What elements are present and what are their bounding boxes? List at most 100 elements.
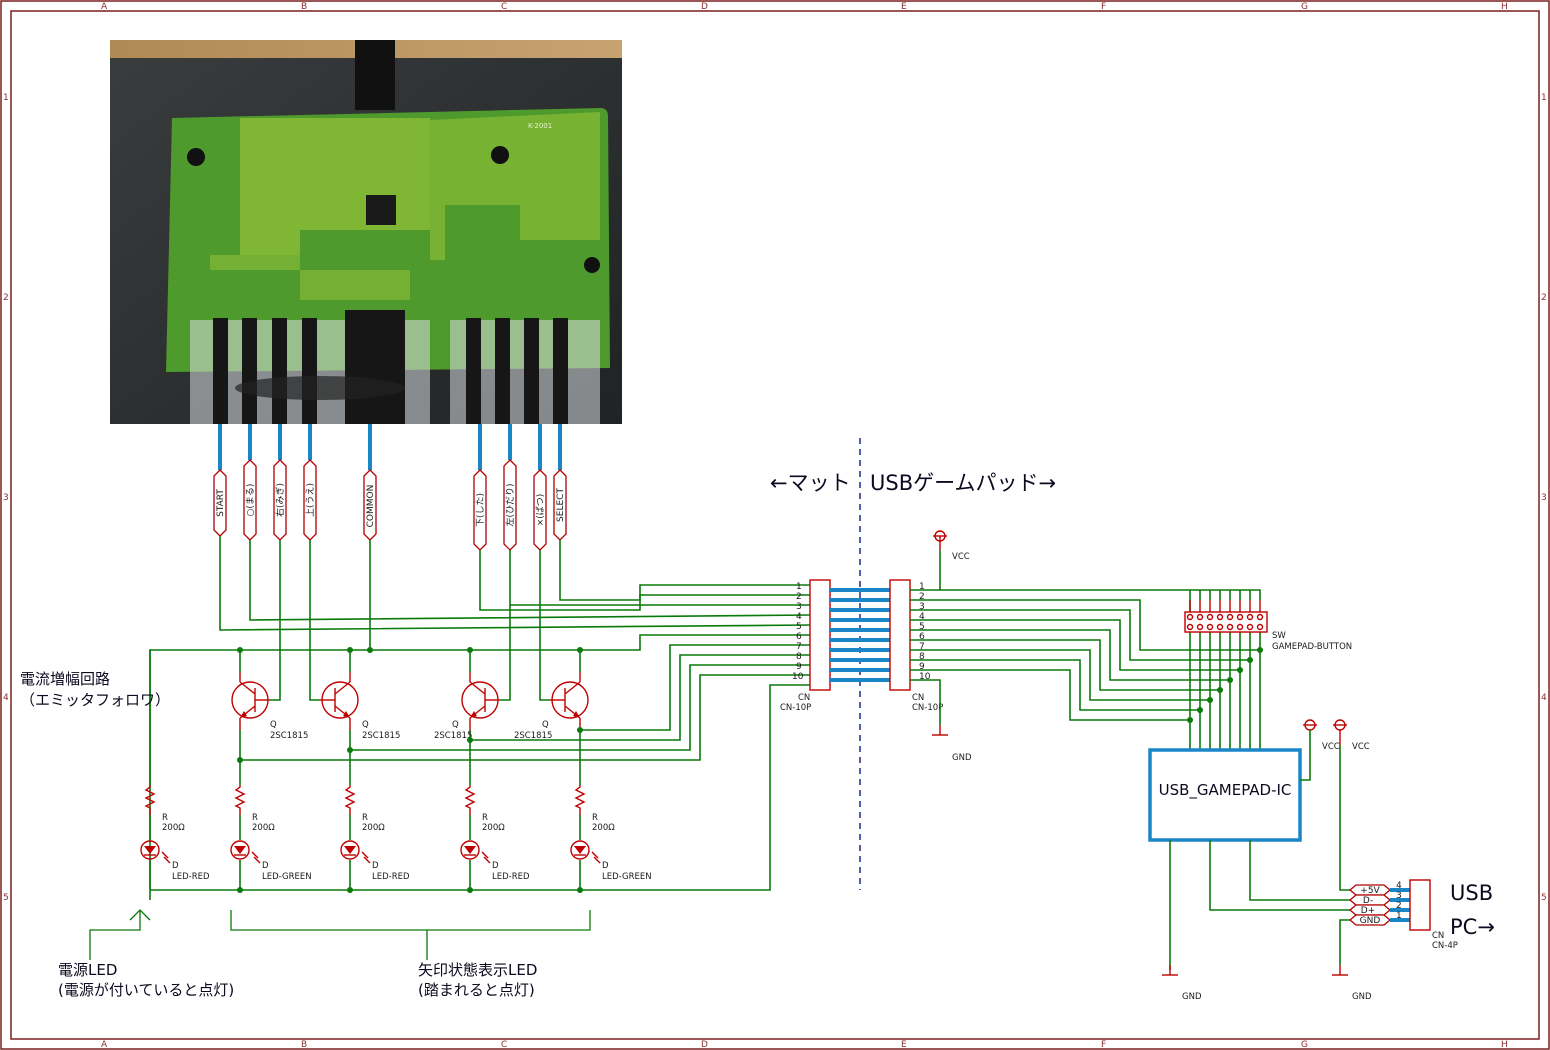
svg-text:Q: Q [270,720,277,730]
column-labels-bottom: A B C D E F G H [101,1040,1508,1050]
usb-pin-gnd: GND 1 [1348,911,1410,926]
svg-text:D: D [492,861,499,871]
col-label: D [701,2,708,12]
svg-text:LED-RED: LED-RED [492,872,530,882]
svg-text:200Ω: 200Ω [162,823,185,833]
net-label-hidari: 左(ひだり) [503,459,517,551]
svg-text:R: R [162,813,168,823]
svg-text:D-: D- [1363,896,1373,906]
svg-text:GND: GND [1182,992,1202,1002]
svg-text:2SC1815: 2SC1815 [434,731,472,741]
photo-to-label-buses [218,424,562,470]
row-label: 5 [3,893,9,903]
row-label: 3 [3,493,9,503]
arrow-led-annotation: 矢印状態表示LED (踏まれると点灯) [230,910,591,999]
col-label: D [701,1040,708,1050]
svg-text:1: 1 [796,582,802,592]
svg-text:VCC: VCC [952,552,970,562]
svg-text:CN-4P: CN-4P [1432,941,1458,951]
pcb-marking: K-2001 [528,122,552,130]
svg-text:2: 2 [919,592,925,602]
section-header-mat: ←マット [770,471,851,495]
svg-text:6: 6 [919,632,925,642]
svg-text:D: D [372,861,379,871]
svg-text:9: 9 [919,662,925,672]
svg-text:2SC1815: 2SC1815 [514,731,552,741]
svg-text:上(うえ): 上(うえ) [305,483,316,517]
row-labels-left: 1 2 3 4 5 [3,93,9,903]
svg-text:Q: Q [542,720,549,730]
sheet-inner-frame [10,10,1540,1040]
ic-bottom-wires [1169,840,1350,970]
usb-gamepad-ic: USB_GAMEPAD-IC [1148,748,1302,842]
net-label-select: SELECT [553,469,567,541]
col-label: F [1101,1040,1106,1050]
col-label: A [101,1040,108,1050]
pcb-hole [491,146,509,164]
svg-text:R: R [592,813,598,823]
col-label: F [1101,2,1106,12]
resistor-led-column-1: R 200Ω D LED-RED [140,650,210,890]
connector-right-cn10p: 1 2 3 4 5 6 7 8 9 10 CN CN-10P [889,579,943,713]
svg-text:2: 2 [1396,901,1402,911]
svg-text:R: R [362,813,368,823]
col-label: G [1301,1040,1308,1050]
row-labels-right: 1 2 3 4 5 [1541,93,1547,903]
svg-text:SELECT: SELECT [556,488,566,522]
vcc-symbol-usb: VCC [1333,719,1370,891]
transistor-q4: Q 2SC1815 [514,650,589,785]
svg-text:200Ω: 200Ω [592,823,615,833]
resistor-led-column-3: R 200Ω D LED-RED [340,785,410,890]
svg-text:9: 9 [796,662,802,672]
section-header-gamepad: USBゲームパッド→ [870,471,1056,495]
net-label-common: COMMON [363,469,377,541]
usb-pin-dminus: D- 3 [1348,891,1410,906]
usb-pin-dplus: D+ 2 [1348,901,1410,916]
svg-text:CN: CN [1432,931,1444,941]
transistor-q2: Q 2SC1815 [320,650,400,785]
svg-text:LED-RED: LED-RED [372,872,410,882]
svg-text:200Ω: 200Ω [252,823,275,833]
row-label: 2 [1541,293,1547,303]
svg-text:7: 7 [919,642,925,652]
svg-text:5: 5 [796,622,802,632]
svg-text:D: D [602,861,609,871]
col-label: G [1301,2,1308,12]
col-label: H [1501,1040,1508,1050]
svg-text:2SC1815: 2SC1815 [270,731,308,741]
col-label: E [901,2,907,12]
svg-text:GND: GND [952,753,972,763]
svg-text:(電源が付いていると点灯): (電源が付いていると点灯) [58,981,234,999]
svg-text:8: 8 [796,652,802,662]
vcc-symbol-ic: VCC [1300,719,1340,781]
pcb-hole [187,148,205,166]
usb-title: USB [1450,881,1493,905]
svg-text:3: 3 [1396,891,1402,901]
pcb-chip [366,195,396,225]
pcb-copper [210,255,410,300]
svg-text:Q: Q [452,720,459,730]
svg-text:3: 3 [796,602,802,612]
usb-connector-cn4p: +5V 4 D- 3 D+ 2 GND 1 CN CN-4P USB PC→ [1348,879,1495,951]
svg-text:10: 10 [919,672,931,682]
col-label: E [901,1040,907,1050]
svg-text:START: START [216,489,226,517]
photo-cable [355,40,395,110]
svg-text:×(ばつ): ×(ばつ) [535,494,546,527]
amp-annotation: 電流増幅回路 （エミッタフォロワ） [20,670,170,709]
svg-text:CN-10P: CN-10P [780,703,811,713]
usb-pc-title: PC→ [1450,915,1495,939]
mat-net-labels: START ○(まる) 右(みぎ) 上(うえ) COMMON 下(した) 左(ひ… [213,459,567,551]
gamepad-wires [910,589,1263,750]
svg-text:2SC1815: 2SC1815 [362,731,400,741]
power-led-annotation: 電源LED (電源が付いていると点灯) [58,909,234,999]
row-label: 1 [3,93,9,103]
svg-text:Q: Q [362,720,369,730]
svg-text:4: 4 [1396,881,1402,891]
svg-text:○(まる): ○(まる) [245,484,256,517]
svg-text:GND: GND [1360,916,1381,926]
svg-text:VCC: VCC [1352,742,1370,752]
row-label: 4 [3,693,9,703]
row-label: 3 [1541,493,1547,503]
pcb-hole [584,257,600,273]
